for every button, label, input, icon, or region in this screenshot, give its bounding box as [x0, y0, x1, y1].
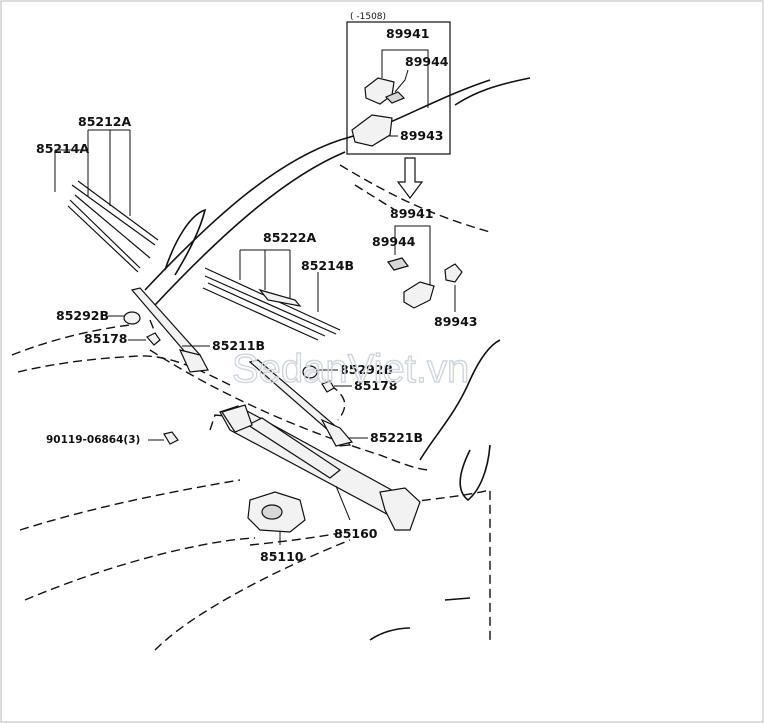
inset-range-note: ( -1508) — [350, 12, 386, 22]
blade-85222a — [202, 267, 341, 341]
cowl-dash-left — [11, 324, 131, 356]
windshield-top-edge — [144, 79, 491, 291]
inset-arrow — [396, 157, 424, 199]
cap-85292b-right — [302, 365, 318, 379]
nut-85178-right — [321, 380, 335, 393]
blade-clip — [258, 288, 302, 307]
windshield-inner-edge — [154, 151, 346, 306]
bolt-90119 — [163, 431, 179, 445]
leader-85212a — [87, 129, 131, 216]
label-89943-inset: 89943 — [400, 128, 444, 143]
part-89943 — [444, 263, 463, 283]
clip-group: 89941 89944 89943 — [372, 206, 478, 329]
right-pillar — [419, 339, 501, 461]
label-85178-left: 85178 — [84, 331, 128, 346]
wiper-motor: 85110 — [247, 491, 306, 564]
mirror-outline — [459, 444, 491, 502]
label-85178-right: 85178 — [354, 378, 398, 393]
inset-box: ( -1508) 89941 89944 89943 — [346, 12, 451, 155]
label-85214b: 85214B — [301, 258, 354, 273]
blade-85212a — [67, 180, 159, 273]
wiper-linkage: 85160 — [219, 404, 421, 541]
cowl-dash-middle — [149, 349, 431, 471]
label-85211b: 85211B — [212, 338, 265, 353]
part-89943-inset — [351, 114, 393, 147]
hood-crease — [369, 627, 411, 641]
left-wiper-blade: 85212A 85214A — [36, 114, 159, 273]
vehicle-body-outline — [144, 77, 531, 641]
label-85292b-right: 85292B — [340, 362, 393, 377]
leader-89941 — [394, 225, 431, 285]
linkage-rod — [246, 417, 342, 479]
label-85221b: 85221B — [370, 430, 423, 445]
cap-85292b-left — [123, 311, 141, 325]
hood-badge-line — [444, 597, 471, 601]
label-89941-inset: 89941 — [386, 26, 430, 41]
leader-85214a — [54, 149, 85, 192]
linkage-pivot-right — [379, 487, 421, 531]
arm-hinge-right — [320, 418, 354, 447]
motor-dash — [249, 531, 346, 546]
arrow-dash — [354, 184, 396, 211]
bolt-group: 90119-06864(3) — [46, 431, 179, 446]
watermark-text: SedanViet.vn — [232, 347, 469, 391]
label-89943: 89943 — [434, 314, 478, 329]
label-90119: 90119-06864(3) — [46, 434, 140, 446]
inset-frame — [346, 21, 451, 155]
label-85160: 85160 — [334, 526, 378, 541]
part-89944-inset — [384, 91, 406, 104]
hood-dash-left2 — [24, 537, 256, 601]
label-85222a: 85222A — [263, 230, 316, 245]
label-89941: 89941 — [390, 206, 434, 221]
a-pillar — [164, 208, 207, 276]
part-89943-clip — [403, 281, 435, 309]
windshield-dash — [339, 164, 491, 233]
label-89944: 89944 — [372, 234, 416, 249]
arm-hinge — [178, 349, 209, 373]
left-wiper-arm: 85292B 85178 85211B — [56, 287, 265, 373]
label-85292b-left: 85292B — [56, 308, 109, 323]
leader-85160 — [335, 485, 351, 521]
nut-85178-left — [146, 332, 161, 346]
label-85212a: 85212A — [78, 114, 131, 129]
linkage-pivot-left — [221, 404, 253, 433]
part-89944 — [386, 257, 410, 271]
right-wiper-blade: 85222A 85214B — [202, 230, 354, 341]
hood-dash-lower — [154, 539, 351, 651]
leader-89941-inset — [381, 49, 429, 108]
down-arrow-icon — [396, 157, 424, 199]
leader-89944-inset — [394, 69, 409, 93]
label-85214a: 85214A — [36, 141, 89, 156]
vehicle-dashed-outline — [11, 164, 491, 651]
right-wiper-arm: 85292B 85178 85221B — [248, 359, 423, 447]
hood-dash-left — [19, 479, 241, 531]
roof-edge — [454, 77, 531, 106]
label-85110: 85110 — [260, 549, 304, 564]
label-89944-inset: 89944 — [405, 54, 449, 69]
leader-85222a — [239, 249, 291, 298]
motor-cap — [261, 504, 283, 520]
